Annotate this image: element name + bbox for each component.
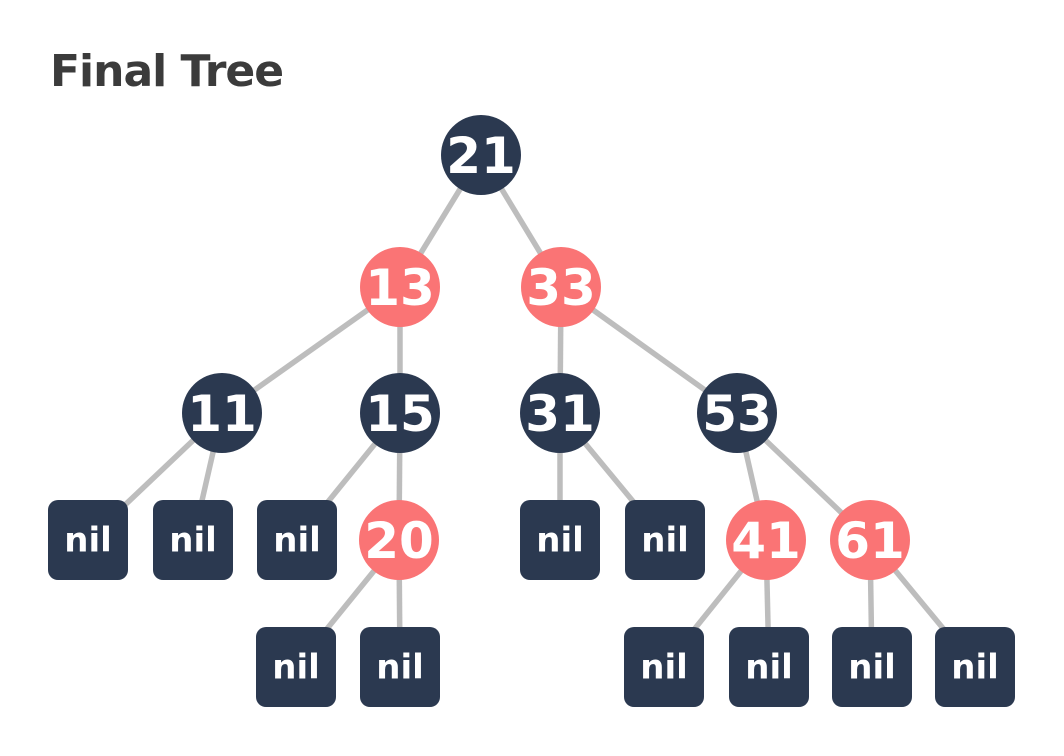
nil-leaf-square bbox=[832, 627, 912, 707]
node-label: 21 bbox=[446, 127, 516, 185]
nil-leaf-square bbox=[624, 627, 704, 707]
red-node-circle bbox=[830, 500, 910, 580]
node-label: 20 bbox=[364, 512, 434, 570]
tree-node-53: 53 bbox=[697, 373, 777, 453]
nil-leaf-node: nil bbox=[153, 500, 233, 580]
figure-title: Final Tree bbox=[50, 46, 284, 97]
node-label: nil bbox=[376, 648, 424, 688]
node-label: nil bbox=[848, 648, 896, 688]
nil-leaf-square bbox=[625, 500, 705, 580]
nil-leaf-node: nil bbox=[935, 627, 1015, 707]
node-label: nil bbox=[951, 648, 999, 688]
node-label: nil bbox=[536, 521, 584, 561]
nil-leaf-node: nil bbox=[257, 500, 337, 580]
nil-leaf-node: nil bbox=[729, 627, 809, 707]
node-label: 61 bbox=[835, 512, 905, 570]
nil-leaf-square bbox=[360, 627, 440, 707]
nil-leaf-node: nil bbox=[625, 500, 705, 580]
black-node-circle bbox=[441, 115, 521, 195]
nil-leaf-node: nil bbox=[624, 627, 704, 707]
red-node-circle bbox=[726, 500, 806, 580]
nil-leaf-square bbox=[935, 627, 1015, 707]
nil-leaf-square bbox=[729, 627, 809, 707]
tree-node-41: 41 bbox=[726, 500, 806, 580]
black-node-circle bbox=[697, 373, 777, 453]
node-label: 11 bbox=[187, 385, 257, 443]
node-label: 31 bbox=[525, 385, 595, 443]
tree-node-31: 31 bbox=[520, 373, 600, 453]
node-label: 41 bbox=[731, 512, 801, 570]
tree-node-61: 61 bbox=[830, 500, 910, 580]
node-label: 33 bbox=[526, 259, 596, 317]
node-label: nil bbox=[64, 521, 112, 561]
nil-leaf-square bbox=[48, 500, 128, 580]
nil-leaf-node: nil bbox=[256, 627, 336, 707]
black-node-circle bbox=[520, 373, 600, 453]
tree-node-11: 11 bbox=[182, 373, 262, 453]
nil-leaf-square bbox=[153, 500, 233, 580]
nil-leaf-node: nil bbox=[48, 500, 128, 580]
red-node-circle bbox=[360, 247, 440, 327]
node-label: nil bbox=[640, 648, 688, 688]
tree-node-21: 21 bbox=[441, 115, 521, 195]
node-label: nil bbox=[641, 521, 689, 561]
tree-node-13: 13 bbox=[360, 247, 440, 327]
node-label: 15 bbox=[365, 385, 435, 443]
red-node-circle bbox=[359, 500, 439, 580]
tree-node-20: 20 bbox=[359, 500, 439, 580]
nil-leaf-node: nil bbox=[360, 627, 440, 707]
red-node-circle bbox=[521, 247, 601, 327]
black-node-circle bbox=[360, 373, 440, 453]
nil-leaf-node: nil bbox=[832, 627, 912, 707]
tree-node-15: 15 bbox=[360, 373, 440, 453]
tree-node-33: 33 bbox=[521, 247, 601, 327]
nil-leaf-square bbox=[520, 500, 600, 580]
node-label: 53 bbox=[702, 385, 772, 443]
node-label: nil bbox=[169, 521, 217, 561]
node-label: 13 bbox=[365, 259, 435, 317]
node-label: nil bbox=[273, 521, 321, 561]
node-label: nil bbox=[745, 648, 793, 688]
black-node-circle bbox=[182, 373, 262, 453]
nil-leaf-square bbox=[257, 500, 337, 580]
nil-leaf-square bbox=[256, 627, 336, 707]
node-label: nil bbox=[272, 648, 320, 688]
nil-leaf-node: nil bbox=[520, 500, 600, 580]
